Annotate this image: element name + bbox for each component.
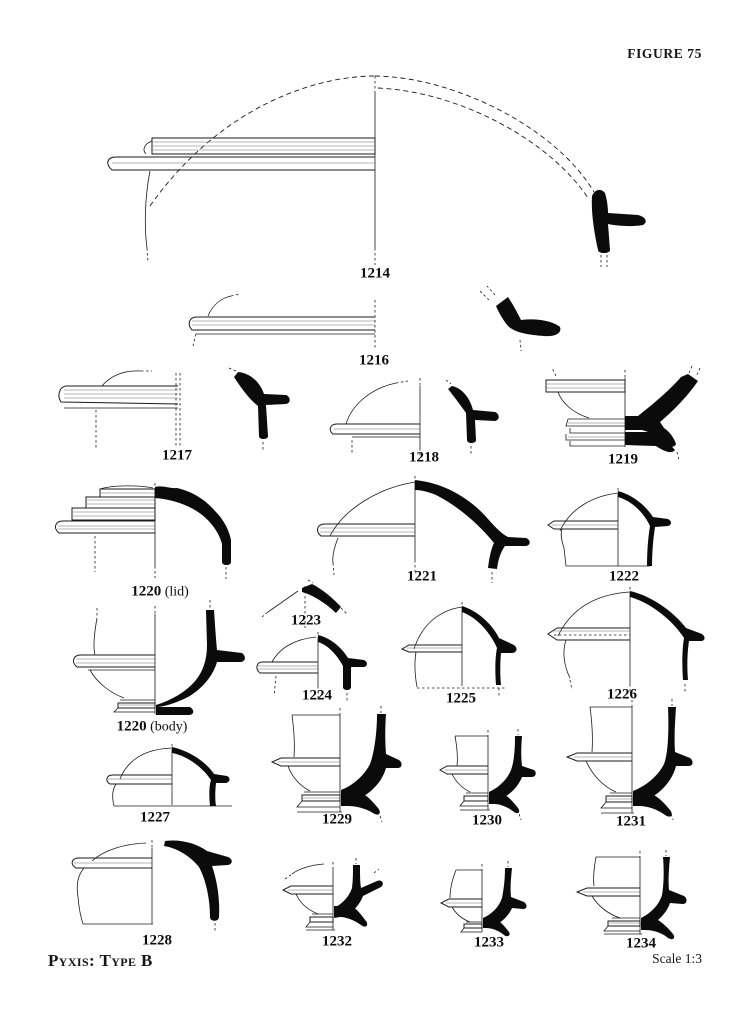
item-number: 1228: [142, 932, 172, 949]
plate-caption: Pyxis: Type B: [48, 951, 153, 970]
item-number: 1216: [359, 352, 389, 369]
item-label: 1224: [302, 688, 332, 705]
item-number: 1223: [291, 612, 321, 629]
drawing-1226: [547, 587, 705, 694]
item-label: 1216: [359, 353, 389, 370]
item-label: 1229: [322, 812, 352, 829]
item-number: 1224: [302, 687, 332, 704]
drawing-1214: [107, 75, 646, 267]
item-label: 1217: [162, 448, 192, 465]
drawing-1220-lid: [55, 483, 231, 579]
drawing-1221: [317, 476, 530, 583]
item-label: 1223: [291, 613, 321, 630]
item-label: 1228: [142, 933, 172, 950]
drawing-1230: [438, 729, 536, 821]
drawing-1234: [575, 850, 687, 940]
item-number: 1217: [162, 447, 192, 464]
item-label: 1227: [140, 810, 170, 827]
drawing-1224: [256, 632, 367, 703]
drawing-1223: [261, 579, 348, 628]
item-number: 1230: [472, 812, 502, 829]
item-label: 1226: [607, 687, 637, 704]
item-number: 1226: [607, 686, 637, 703]
drawing-1233: [439, 861, 527, 937]
item-label: 1232: [322, 934, 352, 951]
drawing-1225: [400, 602, 517, 697]
item-number: 1233: [474, 934, 504, 951]
item-number: 1219: [608, 451, 638, 468]
item-number: 1229: [322, 811, 352, 828]
item-number: 1220: [131, 583, 162, 600]
item-label: 1221: [407, 569, 437, 586]
item-label: 1230: [472, 813, 502, 830]
drawing-1229: [270, 706, 402, 823]
drawing-1217: [58, 367, 290, 452]
item-label: 1214: [360, 266, 390, 283]
item-label: 1225: [446, 691, 476, 708]
item-label: 1220 (body): [117, 719, 188, 736]
drawing-1232: [281, 858, 383, 931]
item-number: 1218: [409, 449, 439, 466]
item-number: 1227: [140, 809, 170, 826]
item-label: 1234: [626, 936, 656, 953]
item-number: 1221: [407, 568, 437, 585]
item-number: 1225: [446, 690, 476, 707]
drawing-1222: [547, 488, 671, 567]
item-number: 1214: [360, 265, 390, 282]
item-number: 1220: [116, 718, 147, 735]
item-label: 1220 (lid): [131, 584, 189, 601]
item-label: 1233: [474, 935, 504, 952]
item-suffix: (body): [146, 719, 188, 735]
item-label: 1231: [616, 814, 646, 831]
drawing-1218: [329, 378, 499, 458]
item-suffix: (lid): [161, 584, 189, 600]
figure-label: FIGURE 75: [627, 46, 702, 61]
drawing-1231: [565, 699, 693, 821]
item-number: 1222: [609, 568, 639, 585]
item-number: 1234: [626, 935, 656, 952]
drawing-1220-body: [73, 600, 245, 715]
scale-note: Scale 1:3: [652, 951, 702, 966]
item-label: 1219: [608, 452, 638, 469]
drawing-1227: [106, 744, 232, 807]
drawing-1219: [545, 365, 701, 461]
item-label: 1222: [609, 569, 639, 586]
item-number: 1231: [616, 813, 646, 830]
drawing-1216: [188, 285, 561, 352]
item-label: 1218: [409, 450, 439, 467]
item-number: 1232: [322, 933, 352, 950]
drawing-1228: [71, 840, 232, 931]
